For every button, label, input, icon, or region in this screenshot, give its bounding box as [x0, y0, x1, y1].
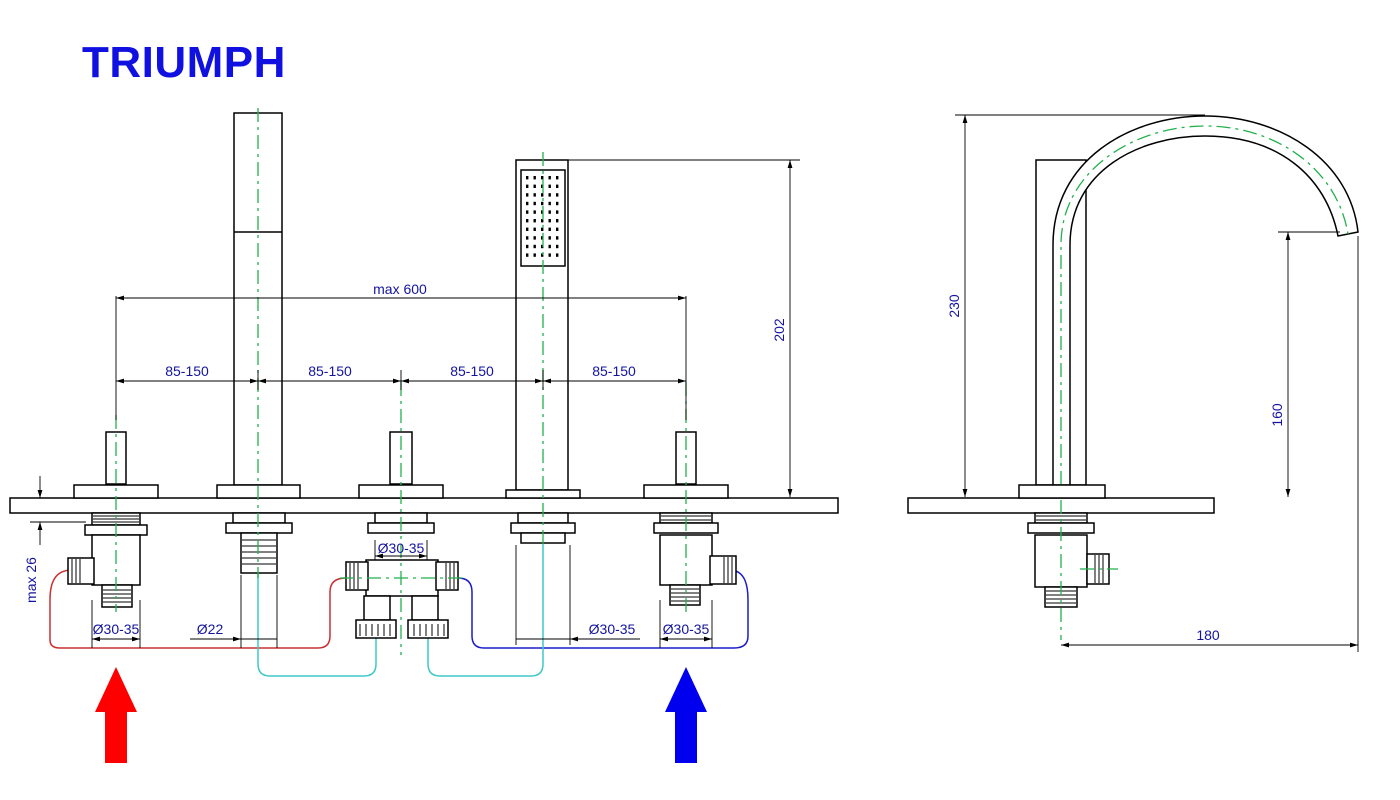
dim-dia-left-label: Ø30-35: [93, 621, 140, 637]
cold-valve: [643, 382, 737, 612]
nozzle-dot: [533, 227, 536, 231]
nozzle-dot: [526, 253, 529, 257]
dimension-230: 230: [946, 114, 1205, 497]
nozzle-dot: [533, 210, 536, 214]
nozzle-dot: [526, 176, 529, 180]
cold-supply-hose: [457, 569, 749, 649]
dimension-180: 180: [1061, 236, 1359, 652]
nozzle-dot: [526, 244, 529, 249]
nozzle-dot: [533, 244, 536, 249]
nozzle-dot: [548, 244, 551, 249]
nozzle-dot: [526, 227, 529, 231]
nozzle-dot: [541, 193, 544, 197]
nozzle-dot: [533, 201, 536, 206]
mixed-hose-shower: [427, 540, 544, 677]
dim-spacing-3-label: 85-150: [450, 363, 494, 379]
dim-spacing-4-label: 85-150: [592, 363, 636, 379]
supply-hoses: [49, 540, 749, 677]
dim-max-600-label: max 600: [373, 281, 427, 297]
dimension-160: 160: [1269, 231, 1340, 497]
hot-valve: [67, 415, 159, 612]
product-title: TRIUMPH: [82, 38, 286, 87]
spout-tube: [216, 108, 301, 578]
deck-plate: [9, 497, 839, 514]
dimension-max-600: max 600: [115, 281, 687, 420]
nozzle-dot: [541, 201, 544, 206]
nozzle-dot: [548, 219, 551, 223]
nozzle-dot: [548, 193, 551, 197]
dim-dia-center-label: Ø30-35: [378, 540, 425, 556]
dim-230-label: 230: [946, 294, 962, 318]
nozzle-dot: [548, 184, 551, 188]
dimension-max-26: max 26: [23, 476, 86, 603]
nozzle-dot: [526, 193, 529, 197]
nozzle-dot: [556, 184, 559, 188]
dim-dia-22-label: Ø22: [197, 621, 224, 637]
side-view: 230 160 180: [907, 114, 1359, 652]
dim-max-26-label: max 26: [23, 557, 39, 603]
dimension-202: 202: [568, 159, 800, 497]
blue-up-arrow-icon: [665, 667, 707, 763]
nozzle-dot: [556, 236, 559, 240]
red-up-arrow-icon: [95, 667, 137, 763]
nozzle-dot: [541, 236, 544, 240]
dim-202-label: 202: [771, 318, 787, 342]
dim-spacing-2-label: 85-150: [308, 363, 352, 379]
nozzle-dot: [556, 244, 559, 249]
nozzle-dot: [548, 176, 551, 180]
nozzle-dot: [556, 219, 559, 223]
nozzle-dot: [541, 253, 544, 257]
nozzle-dot: [541, 227, 544, 231]
nozzle-dot: [541, 176, 544, 180]
side-curved-spout: [1052, 115, 1359, 486]
front-view: max 600 85-150 85-150 85-150 85-150 202: [9, 108, 839, 763]
nozzle-dot: [548, 201, 551, 206]
nozzle-dot: [556, 253, 559, 257]
dimension-diameters: Ø30-35 Ø22 Ø30-35 Ø30-35 Ø30-35: [91, 540, 713, 648]
nozzle-dot: [533, 193, 536, 197]
dimension-spacings: 85-150 85-150 85-150 85-150: [116, 363, 686, 390]
nozzle-dot: [541, 244, 544, 249]
nozzle-dot: [526, 184, 529, 188]
nozzle-dot: [548, 210, 551, 214]
mixed-hose-spout: [257, 572, 377, 677]
nozzle-dot: [533, 184, 536, 188]
dim-dia-shower-label: Ø30-35: [589, 621, 636, 637]
nozzle-dot: [548, 227, 551, 231]
dim-dia-right-label: Ø30-35: [663, 621, 710, 637]
dim-180-label: 180: [1196, 627, 1220, 643]
hand-shower: [505, 152, 581, 548]
nozzle-dot: [533, 236, 536, 240]
nozzle-dot: [556, 176, 559, 180]
nozzle-dot: [541, 210, 544, 214]
nozzle-dot: [556, 210, 559, 214]
nozzle-dot: [526, 201, 529, 206]
nozzle-dot: [526, 210, 529, 214]
hot-supply-hose: [49, 569, 347, 649]
nozzle-dot: [526, 236, 529, 240]
nozzle-dot: [541, 184, 544, 188]
dim-160-label: 160: [1269, 403, 1285, 427]
nozzle-dot: [556, 201, 559, 206]
nozzle-dot: [526, 219, 529, 223]
nozzle-dot: [556, 193, 559, 197]
shower-nozzles: [526, 176, 559, 257]
nozzle-dot: [533, 176, 536, 180]
nozzle-dot: [556, 227, 559, 231]
dim-spacing-1-label: 85-150: [165, 363, 209, 379]
nozzle-dot: [548, 253, 551, 257]
nozzle-dot: [541, 219, 544, 223]
nozzle-dot: [548, 236, 551, 240]
nozzle-dot: [533, 219, 536, 223]
nozzle-dot: [533, 253, 536, 257]
diverter: [340, 382, 462, 655]
